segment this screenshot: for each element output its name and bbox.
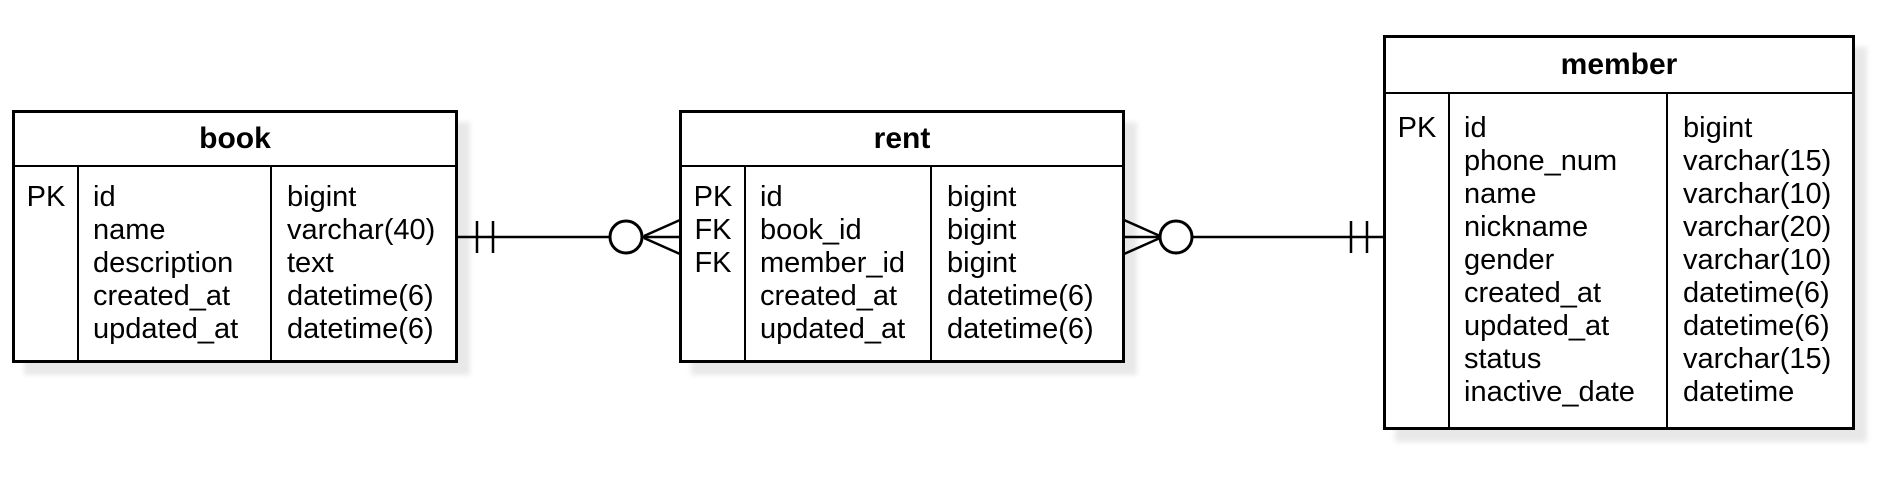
field-name: name [93, 214, 166, 246]
entity-member-key-column: PK [1386, 94, 1450, 427]
crow-foot-many-marker [643, 218, 681, 238]
key-badge [1386, 211, 1448, 244]
entity-member-name-column: id phone_num name nickname gender create… [1450, 94, 1668, 427]
key-badge [1386, 178, 1448, 211]
field-name: updated_at [1464, 310, 1610, 342]
entity-member[interactable]: member PK id phone_num name nickname gen… [1383, 35, 1855, 430]
field-name: created_at [93, 280, 231, 312]
field-name: id [760, 181, 783, 213]
entity-rent-fields: PK FK FK id book_id member_id created_at… [682, 167, 1122, 360]
key-badge [15, 214, 77, 247]
field-type: varchar(10) [1683, 178, 1832, 210]
field-name: status [1464, 343, 1542, 375]
key-badge [1386, 145, 1448, 178]
field-type: bigint [1683, 112, 1753, 144]
entity-member-type-column: bigint varchar(15) varchar(10) varchar(2… [1668, 94, 1852, 427]
entity-rent-key-column: PK FK FK [682, 167, 746, 360]
entity-member-title: member [1386, 38, 1852, 94]
field-name: updated_at [93, 313, 239, 345]
key-badge [15, 247, 77, 280]
connector-book-rent[interactable] [458, 218, 681, 256]
crow-foot-many-marker [1123, 236, 1161, 256]
zero-circle-marker [608, 219, 644, 255]
field-name: description [93, 247, 234, 279]
key-badge [15, 280, 77, 313]
entity-book-fields: PK id name description created_at update… [15, 167, 455, 360]
field-type: datetime(6) [1683, 310, 1830, 342]
field-type: varchar(15) [1683, 145, 1832, 177]
field-type: text [287, 247, 334, 279]
field-type: datetime(6) [947, 313, 1094, 345]
field-name: gender [1464, 244, 1555, 276]
key-badge: PK [693, 181, 733, 213]
entity-book[interactable]: book PK id name description created_at u… [12, 110, 458, 363]
key-badge [682, 313, 744, 346]
field-type: varchar(20) [1683, 211, 1832, 243]
entity-rent-type-column: bigint bigint bigint datetime(6) datetim… [932, 167, 1122, 360]
entity-member-fields: PK id phone_num name nickname gender cre… [1386, 94, 1852, 427]
field-name: created_at [1464, 277, 1602, 309]
key-badge [15, 313, 77, 346]
field-name: id [1464, 112, 1487, 144]
field-type: varchar(10) [1683, 244, 1832, 276]
field-type: bigint [947, 181, 1017, 213]
field-type: bigint [947, 247, 1017, 279]
key-badge: PK [26, 181, 66, 213]
key-badge [1386, 343, 1448, 376]
key-badge [1386, 310, 1448, 343]
field-type: bigint [947, 214, 1017, 246]
entity-rent-title: rent [682, 113, 1122, 167]
key-badge [1386, 244, 1448, 277]
field-name: created_at [760, 280, 898, 312]
field-name: inactive_date [1464, 376, 1635, 408]
field-type: bigint [287, 181, 357, 213]
field-name: member_id [760, 247, 906, 279]
field-type: datetime(6) [947, 280, 1094, 312]
key-badge [1386, 376, 1448, 409]
key-badge [682, 280, 744, 313]
entity-rent-name-column: id book_id member_id created_at updated_… [746, 167, 932, 360]
field-type: datetime(6) [287, 313, 434, 345]
field-name: book_id [760, 214, 862, 246]
connector-rent-member[interactable] [1123, 218, 1384, 256]
field-name: phone_num [1464, 145, 1618, 177]
entity-book-type-column: bigint varchar(40) text datetime(6) date… [272, 167, 455, 360]
entity-book-title: book [15, 113, 455, 167]
key-badge [1386, 277, 1448, 310]
field-name: id [93, 181, 116, 213]
field-type: datetime(6) [1683, 277, 1830, 309]
key-badge: FK [694, 214, 732, 246]
entity-book-key-column: PK [15, 167, 79, 360]
field-name: name [1464, 178, 1537, 210]
field-type: varchar(15) [1683, 343, 1832, 375]
crow-foot-many-marker [643, 236, 681, 256]
field-type: varchar(40) [287, 214, 436, 246]
crow-foot-many-marker [1123, 218, 1161, 238]
field-name: updated_at [760, 313, 906, 345]
key-badge: FK [694, 247, 732, 279]
entity-book-name-column: id name description created_at updated_a… [79, 167, 272, 360]
field-type: datetime [1683, 376, 1795, 408]
zero-circle-marker [1158, 219, 1194, 255]
key-badge: PK [1397, 112, 1437, 144]
field-name: nickname [1464, 211, 1589, 243]
field-type: datetime(6) [287, 280, 434, 312]
entity-rent[interactable]: rent PK FK FK id book_id member_id creat… [679, 110, 1125, 363]
